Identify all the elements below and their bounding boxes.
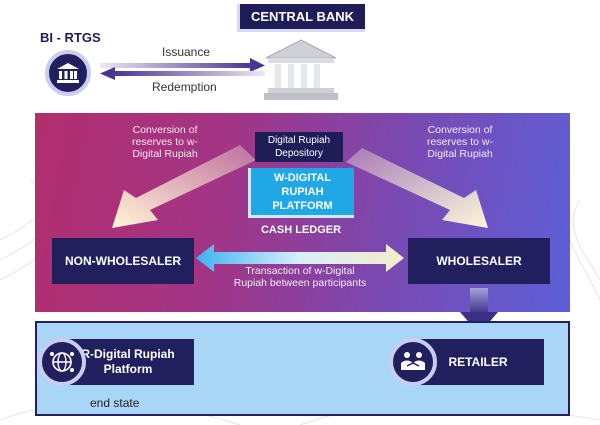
redemption-label: Redemption <box>152 80 217 94</box>
bi-rtgs-label: BI - RTGS <box>40 30 101 45</box>
digital-rupiah-depository: Digital Rupiah Depository <box>255 132 343 162</box>
non-wholesaler-box: NON-WHOLESALER <box>52 238 194 284</box>
central-bank-building-icon <box>264 39 338 100</box>
transaction-label: Transaction of w-Digital Rupiah between … <box>233 265 367 289</box>
wholesaler-box: WHOLESALER <box>408 238 550 284</box>
conversion-right-label: Conversion of reserves to w- Digital Rup… <box>427 124 493 160</box>
end-state-label: end state <box>90 396 140 410</box>
issuance-label: Issuance <box>162 45 211 59</box>
issuance-arrow <box>100 58 265 72</box>
central-bank-title: CENTRAL BANK <box>237 4 365 32</box>
w-digital-rupiah-platform: W-DIGITAL RUPIAH PLATFORM <box>248 168 354 218</box>
cash-ledger-label: CASH LEDGER <box>260 224 342 236</box>
conversion-left-label: Conversion of reserves to w- Digital Rup… <box>132 124 198 160</box>
network-globe-icon <box>38 338 86 386</box>
handshake-group-icon <box>389 338 437 386</box>
bank-icon <box>45 50 91 96</box>
redemption-arrow <box>100 67 265 80</box>
